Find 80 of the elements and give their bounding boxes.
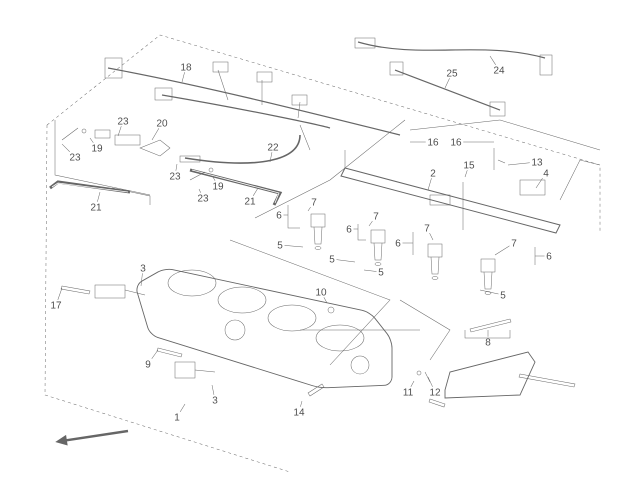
callout-number: 23: [70, 153, 80, 161]
leader-line: [252, 188, 258, 196]
leader-line: [212, 176, 216, 182]
leader-line: [402, 232, 414, 256]
leader-line: [353, 224, 366, 240]
callout-number: 2: [430, 170, 436, 176]
leader-line: [429, 232, 434, 240]
leader-line: [444, 78, 450, 88]
callout-number: 6: [396, 239, 400, 247]
leader-line: [464, 170, 468, 178]
callout-number: 23: [118, 117, 128, 125]
callout-number: 17: [51, 302, 62, 308]
callout-number: 6: [546, 252, 552, 260]
callout-number: 6: [276, 211, 282, 219]
leader-line: [336, 259, 356, 262]
callout-number: 7: [424, 224, 430, 232]
leader-line: [464, 330, 510, 338]
callout-number: 5: [378, 268, 384, 276]
callout-number: 11: [404, 388, 413, 396]
leader-line: [300, 400, 302, 408]
callout-number: 1: [175, 414, 180, 420]
callout-number: 22: [268, 144, 278, 150]
callout-number: 20: [156, 119, 168, 127]
callout-number: 25: [446, 69, 458, 77]
leader-line: [364, 270, 377, 272]
callout-number: 19: [92, 144, 102, 152]
callout-number: 7: [312, 198, 316, 206]
leader-line: [198, 188, 201, 194]
leader-line: [97, 192, 100, 202]
leader-line: [283, 204, 300, 228]
callout-number: 21: [244, 198, 256, 204]
leader-line: [182, 72, 185, 82]
leader-line: [212, 384, 214, 396]
callout-number: 12: [430, 388, 440, 396]
callout-number: 15: [464, 162, 474, 168]
leader-line: [152, 350, 158, 360]
callout-number: 3: [140, 264, 146, 272]
callout-number: 24: [494, 66, 504, 74]
callout-number: 14: [294, 408, 304, 416]
leader-line: [368, 220, 373, 226]
callout-number: 16: [451, 138, 462, 146]
leader-line: [152, 128, 160, 140]
callout-number: 19: [213, 182, 224, 190]
leader-line: [284, 245, 304, 248]
callout-number: 5: [278, 242, 282, 248]
leader-line: [118, 126, 122, 136]
leader-line: [428, 376, 433, 388]
leader-line: [140, 273, 143, 286]
leader-line: [490, 56, 496, 66]
callout-number: 23: [198, 194, 208, 202]
leader-line: [536, 178, 543, 188]
leader-line: [270, 152, 272, 162]
callout-number: 8: [486, 338, 490, 346]
callout-number: 7: [374, 212, 378, 220]
callout-number: 6: [346, 225, 352, 233]
leader-line: [62, 144, 70, 152]
leader-line: [508, 162, 530, 166]
callout-number: 10: [316, 288, 326, 296]
callout-number: 21: [90, 204, 102, 210]
callout-number: 3: [212, 396, 218, 404]
leader-line: [494, 246, 510, 256]
leader-line: [428, 178, 432, 190]
callout-number: 5: [330, 256, 334, 262]
callout-number: 13: [532, 158, 542, 166]
callout-number: 5: [500, 292, 506, 298]
leader-line: [410, 380, 414, 388]
leader-line: [58, 288, 62, 300]
callout-number: 16: [428, 138, 438, 146]
callout-number: 23: [170, 172, 180, 180]
leader-line: [90, 138, 94, 144]
leader-line: [308, 206, 311, 212]
leader-line: [180, 404, 186, 412]
callout-number: 9: [146, 360, 150, 368]
callout-number: 18: [181, 63, 192, 71]
leader-line: [534, 246, 545, 266]
callout-number: 4: [543, 170, 548, 176]
leader-line: [480, 290, 499, 294]
callout-number: 7: [512, 240, 516, 246]
leader-line: [324, 297, 328, 304]
leader-line: [176, 164, 178, 172]
